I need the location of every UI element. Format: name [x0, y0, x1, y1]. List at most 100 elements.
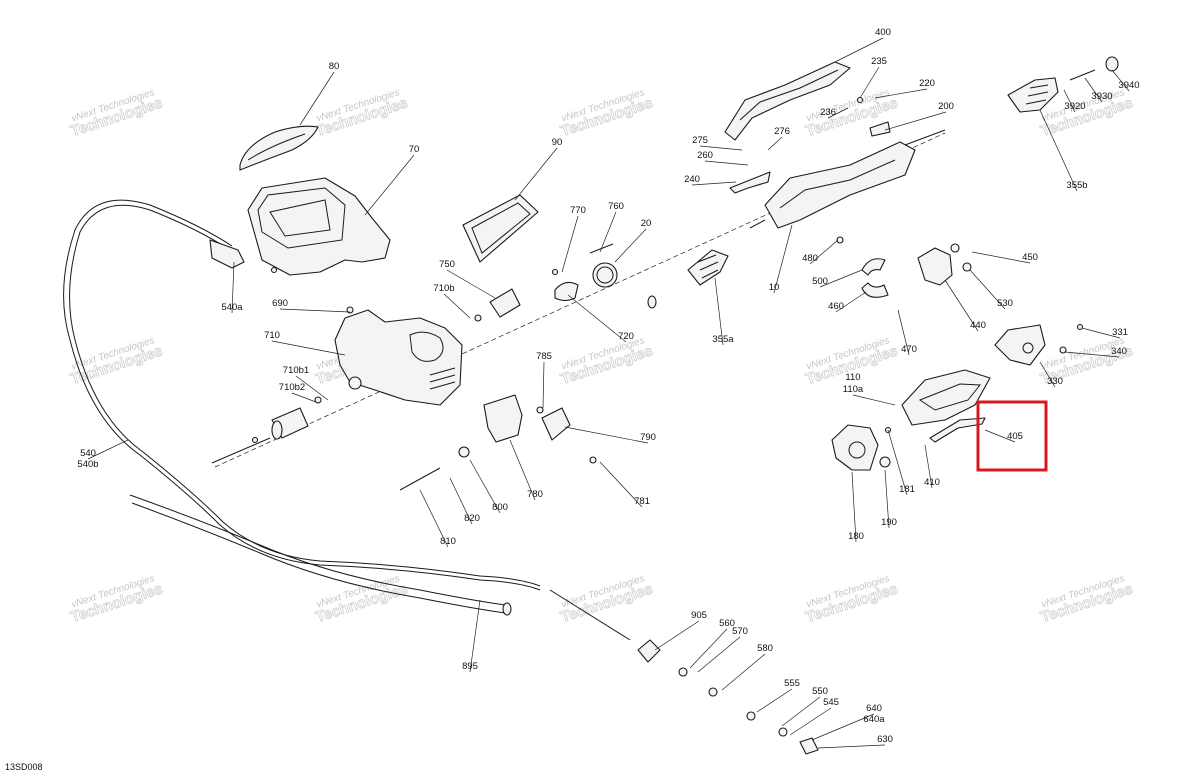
callout-label-770: 770	[570, 205, 586, 216]
callout-label-10: 10	[769, 282, 780, 293]
cable-end-fitting-part	[209, 239, 245, 269]
callout-label-355a: 355a	[712, 334, 734, 345]
leader-line-470	[897, 309, 910, 356]
handlebar-clamp-part	[861, 258, 886, 276]
leader-line-640	[811, 713, 875, 741]
callout-label-220: 220	[919, 78, 935, 89]
handlebar-cover-part	[724, 61, 851, 141]
handlebar-part	[764, 141, 916, 229]
leader-line-20	[614, 228, 647, 263]
side-cover-part	[901, 369, 991, 426]
callout-label-180: 180	[848, 531, 864, 542]
leader-line-690	[279, 308, 351, 313]
leader-line-780	[509, 439, 536, 501]
callout-label-3920: 3920	[1064, 101, 1085, 112]
control-housing-part	[917, 247, 953, 286]
callout-label-785: 785	[536, 351, 552, 362]
leader-line-820	[449, 477, 473, 525]
leader-line-480	[809, 239, 839, 265]
leader-line-110a	[852, 394, 896, 406]
callout-label-276: 276	[774, 126, 790, 137]
leader-line-275	[699, 145, 743, 151]
callout-label-90: 90	[552, 137, 563, 148]
leader-line-181	[887, 429, 908, 496]
leader-line-340	[1064, 351, 1120, 358]
callout-label-710b2: 710b2	[279, 382, 305, 393]
clamp-part	[554, 281, 579, 302]
callout-label-331: 331	[1112, 327, 1128, 338]
callout-label-275: 275	[692, 135, 708, 146]
callout-label-540b: 540b	[77, 459, 98, 470]
callout-label-780: 780	[527, 489, 543, 500]
callout-label-905: 905	[691, 610, 707, 621]
leader-line-530	[969, 269, 1006, 310]
column-housing-part	[334, 309, 463, 406]
callout-label-540a: 540a	[221, 302, 243, 313]
callout-label-200: 200	[938, 101, 954, 112]
callout-label-470: 470	[901, 344, 917, 355]
callout-label-760: 760	[608, 201, 624, 212]
leader-line-790	[564, 426, 649, 444]
callout-label-790: 790	[640, 432, 656, 443]
callout-label-260: 260	[697, 150, 713, 161]
leader-lines	[87, 37, 1130, 749]
callout-label-710: 710	[264, 330, 280, 341]
callout-label-710b: 710b	[433, 283, 454, 294]
switch-module-part	[483, 394, 523, 443]
leader-line-555	[756, 688, 793, 713]
callout-label-20: 20	[641, 218, 652, 229]
leader-line-540	[87, 439, 129, 460]
leader-line-80	[299, 71, 335, 126]
leader-line-10	[773, 224, 793, 294]
callout-label-330: 330	[1047, 376, 1063, 387]
leader-line-710b2	[291, 392, 317, 403]
switch-part	[869, 121, 891, 137]
callout-label-895: 895	[462, 661, 478, 672]
leader-line-750	[446, 269, 496, 299]
callout-label-690: 690	[272, 298, 288, 309]
callout-label-110a: 110a	[843, 384, 864, 395]
leader-line-355a	[714, 277, 724, 346]
top-cover-part	[239, 125, 319, 171]
callout-label-550: 550	[812, 686, 828, 697]
callout-label-820: 820	[464, 513, 480, 524]
callout-label-240: 240	[684, 174, 700, 185]
hose-part	[129, 494, 506, 606]
leader-line-355b	[1039, 109, 1078, 192]
leader-line-410	[924, 444, 933, 489]
leader-line-331	[1081, 327, 1121, 339]
leader-line-460	[835, 291, 867, 313]
leader-line-70	[364, 154, 415, 216]
connector-block-part	[541, 407, 571, 441]
callout-label-570: 570	[732, 626, 748, 637]
callout-label-545: 545	[823, 697, 839, 708]
callout-label-710b1: 710b1	[283, 365, 309, 376]
leader-line-570	[697, 636, 741, 673]
leader-line-770	[561, 215, 579, 273]
callout-label-440: 440	[970, 320, 986, 331]
leader-line-405	[984, 429, 1016, 443]
callout-label-405: 405	[1007, 431, 1023, 442]
callout-label-236: 236	[820, 107, 836, 118]
callout-label-460: 460	[828, 301, 844, 312]
callout-label-340: 340	[1111, 346, 1127, 357]
leader-line-235	[859, 66, 880, 99]
callout-label-781: 781	[634, 496, 650, 507]
callout-label-235: 235	[871, 56, 887, 67]
leader-line-200	[884, 111, 947, 131]
leader-line-710b	[443, 293, 471, 319]
throttle-lever-part	[729, 171, 771, 194]
callout-label-540: 540	[80, 448, 96, 459]
leader-line-785	[542, 361, 545, 409]
callout-label-555: 555	[784, 678, 800, 689]
callout-label-720: 720	[618, 331, 634, 342]
callout-label-190: 190	[881, 517, 897, 528]
